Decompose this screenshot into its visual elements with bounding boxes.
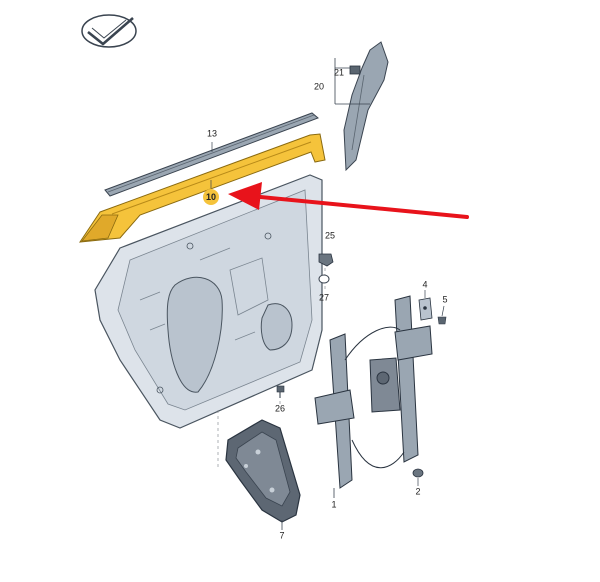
part-label-26: 26 bbox=[274, 403, 286, 414]
part-label-21: 21 bbox=[333, 67, 345, 78]
label-leaders bbox=[210, 142, 445, 486]
part-label-1: 1 bbox=[331, 499, 337, 510]
part-7-carrier-panel bbox=[225, 419, 301, 530]
part-27-grommet bbox=[318, 274, 330, 284]
part-13-window-seal bbox=[104, 112, 319, 197]
part-label-2: 2 bbox=[415, 486, 421, 497]
part-label-10: 10 bbox=[203, 189, 219, 205]
callout-arrow bbox=[228, 182, 469, 219]
part-label-5: 5 bbox=[442, 294, 448, 305]
part-5-screw bbox=[437, 316, 447, 325]
part-25-clip bbox=[318, 253, 334, 267]
part-label-25: 25 bbox=[324, 230, 336, 241]
part-2-nut bbox=[412, 468, 424, 478]
part-4-bracket bbox=[418, 297, 433, 321]
part-label-20: 20 bbox=[313, 81, 325, 92]
checkmark-logo-icon bbox=[81, 14, 137, 48]
part-10-sealing-strip bbox=[78, 133, 326, 243]
part-26-screw bbox=[276, 385, 285, 398]
part-label-13: 13 bbox=[206, 128, 218, 139]
part-1-window-regulator bbox=[314, 295, 433, 498]
part-label-27: 27 bbox=[318, 292, 330, 303]
part-label-4: 4 bbox=[422, 279, 428, 290]
part-20-window-guide bbox=[334, 41, 389, 172]
door-inner-panel bbox=[94, 174, 323, 429]
part-label-7: 7 bbox=[279, 530, 285, 541]
